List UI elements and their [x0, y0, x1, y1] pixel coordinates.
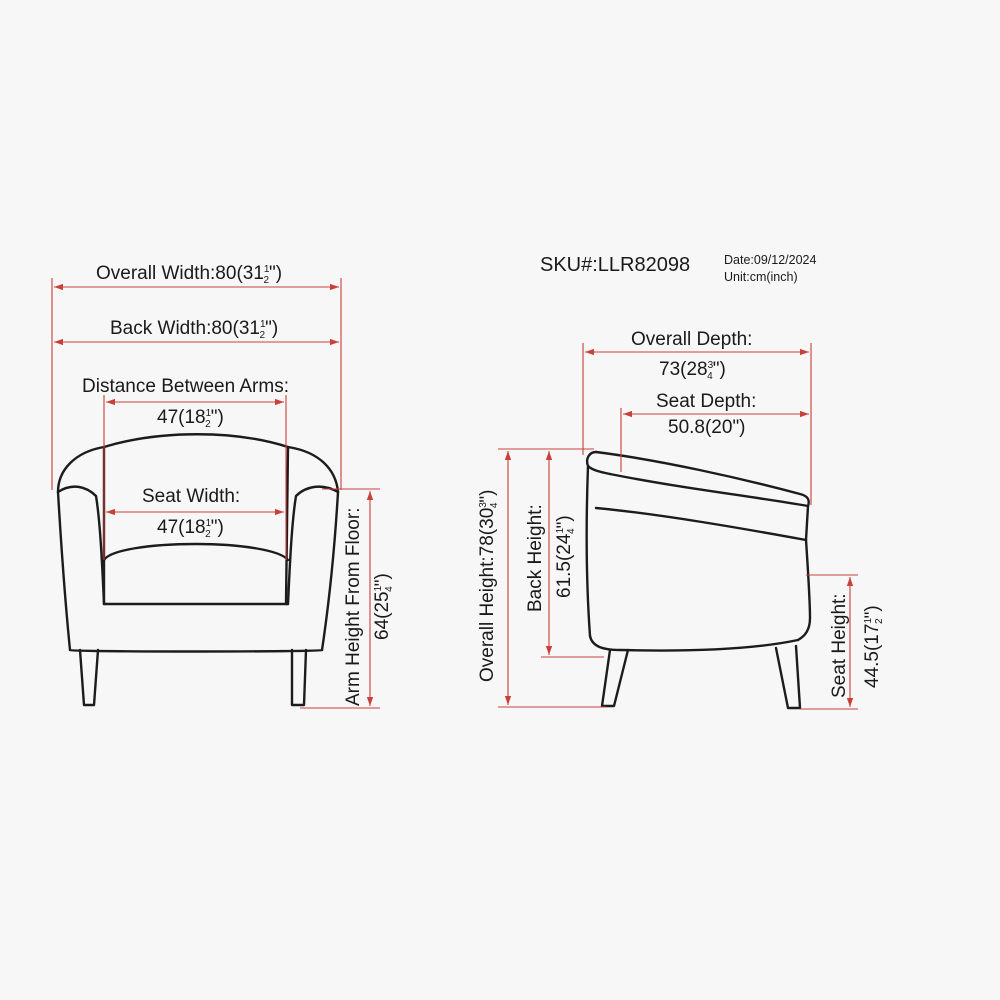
- seat-depth-title: Seat Depth:: [656, 391, 756, 412]
- seat-height-value: 44.5(1712"): [862, 605, 885, 688]
- arm-height-title: Arm Height From Floor:: [343, 508, 364, 706]
- seat-height-title: Seat Height:: [829, 593, 850, 698]
- front-leg-left: [78, 648, 100, 707]
- overall-depth-title: Overall Depth:: [631, 329, 752, 350]
- seat-width-title: Seat Width:: [142, 486, 240, 507]
- back-height-value: 61.5(2414"): [554, 515, 577, 598]
- side-back-roll: [585, 450, 612, 476]
- seat-depth-value: 50.8(20"): [668, 417, 746, 438]
- back-height-title: Back Height:: [525, 504, 546, 612]
- front-back-top: [102, 433, 290, 449]
- side-dimensions: [498, 343, 858, 710]
- front-dimensions: [51, 278, 380, 709]
- sku-label: SKU#:LLR82098: [540, 254, 690, 276]
- between-arms-title: Distance Between Arms:: [82, 376, 289, 397]
- date-label: Date:09/12/2024: [724, 253, 816, 267]
- front-leg-right: [290, 648, 308, 707]
- side-leg-front: [774, 644, 802, 710]
- arm-height-value: 64(2514"): [372, 573, 395, 640]
- side-leg-back: [600, 648, 630, 708]
- front-seat-cushion: [102, 542, 290, 562]
- front-view-chair: [56, 433, 340, 707]
- unit-label: Unit:cm(inch): [724, 270, 798, 284]
- overall-height-label: Overall Height:78(3034"): [477, 490, 500, 682]
- side-view-chair: [585, 450, 812, 710]
